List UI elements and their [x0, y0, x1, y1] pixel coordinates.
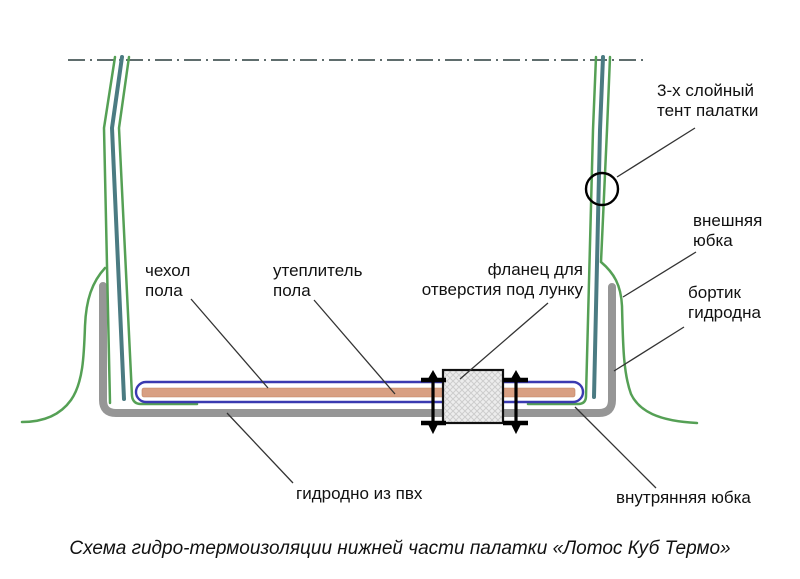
- label-inner-skirt: внутрянняя юбка: [616, 488, 751, 507]
- right-wall-outer-layer-and-outer-skirt: [599, 55, 699, 425]
- leader-tent-layers: [616, 127, 696, 178]
- left-wall-inner-layer-and-inner-skirt: [117, 55, 199, 406]
- ice-hole-flange: [441, 368, 505, 425]
- flange-bolt-right: [503, 369, 528, 435]
- label-floor-insulation: утеплитель пола: [273, 261, 363, 300]
- right-wall-inner-layer-and-inner-skirt: [526, 55, 598, 406]
- leader-floor-cover: [190, 298, 269, 389]
- diagram-caption: Схема гидро-термоизоляции нижней части п…: [69, 538, 731, 559]
- leader-inner-skirt: [574, 406, 657, 489]
- wall-callout-circle: [584, 171, 620, 207]
- flange-bolt-left: [421, 369, 446, 435]
- left-wall-middle-layer: [109, 55, 126, 401]
- leader-flange: [459, 302, 549, 380]
- label-flange: фланец для отверстия под лунку: [421, 260, 583, 299]
- left-outer-skirt: [20, 266, 107, 424]
- leader-outer-skirt: [622, 251, 697, 298]
- label-hydro-rim: бортик гидродна: [688, 283, 761, 322]
- floor-insulation-strip: [141, 387, 576, 398]
- label-pvc-bottom: гидродно из пвх: [296, 484, 423, 503]
- leader-hydro-rim: [613, 326, 685, 372]
- hydro-bottom-channel: [99, 282, 616, 417]
- label-tent-layers: 3-х слойный тент палатки: [657, 81, 759, 120]
- label-floor-cover: чехол пола: [145, 261, 191, 300]
- left-wall-outer-layer: [102, 55, 117, 405]
- label-outer-skirt: внешняя юбка: [693, 211, 763, 250]
- leader-floor-insulation: [313, 299, 396, 395]
- leader-pvc-bottom: [226, 412, 294, 484]
- right-wall-middle-layer: [592, 55, 605, 399]
